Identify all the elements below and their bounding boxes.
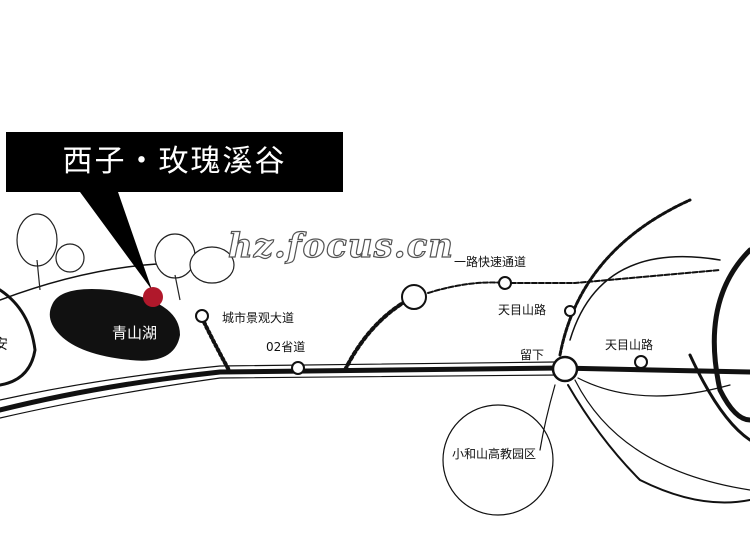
south-ridge xyxy=(567,384,750,504)
node-02 xyxy=(291,361,305,375)
node-liuxia xyxy=(551,355,579,383)
expressway-road xyxy=(427,269,721,294)
title-pointer xyxy=(80,192,152,290)
label-tianmushan-1: 天目山路 xyxy=(498,303,547,317)
watermark: hz.focus.cn xyxy=(227,225,454,266)
node-city-avenue xyxy=(195,309,209,323)
left-hill xyxy=(0,288,37,387)
label-provincial-road: 02省道 xyxy=(266,340,306,354)
xiaoheshan-circle xyxy=(442,404,554,516)
lake-shape xyxy=(49,289,180,361)
main-road xyxy=(0,365,750,413)
node-tianmushan-2 xyxy=(634,355,648,369)
label-left-edge: 安 xyxy=(0,337,8,353)
label-xiaoheshan: 小和山高教园区 xyxy=(452,447,537,461)
right-hill xyxy=(711,247,750,423)
location-marker xyxy=(143,287,163,307)
label-tianmushan-2: 天目山路 xyxy=(605,338,654,352)
label-liuxia: 留下 xyxy=(520,348,545,362)
lake-label: 青山湖 xyxy=(112,324,158,342)
arch-road xyxy=(343,295,415,372)
north-ridge xyxy=(558,198,692,357)
project-title: 西子・玫瑰溪谷 xyxy=(6,132,343,192)
node-large xyxy=(401,284,427,310)
city-avenue-road xyxy=(200,316,232,374)
node-tianmushan-1 xyxy=(564,305,576,317)
label-city-avenue: 城市景观大道 xyxy=(222,311,295,325)
node-expressway xyxy=(498,276,512,290)
label-expressway: 一路快速通道 xyxy=(454,255,527,269)
trees xyxy=(16,213,235,301)
